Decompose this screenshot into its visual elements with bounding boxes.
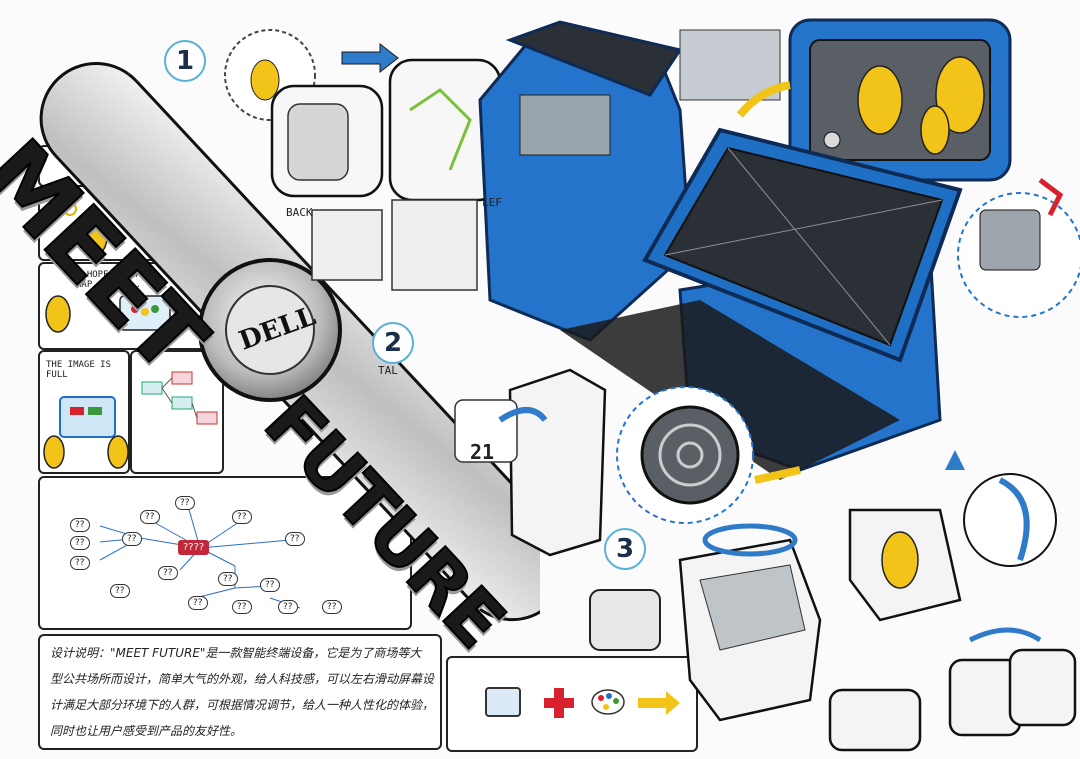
mindmap-node: ?? (278, 600, 298, 614)
step-number-3: 3 (604, 528, 646, 570)
mindmap-node: ?? (260, 578, 280, 592)
description-line-2: 型公共场所而设计，简单大气的外观，给人科技感，可以左右滑动屏幕设 (50, 672, 435, 686)
lightbulb-figure-icon (63, 202, 108, 256)
mindmap-node: ?? (175, 496, 195, 510)
description-line-4: 同时也让用户感受到产品的友好性。 (50, 724, 243, 738)
storyboard-frame2-text: THE IMAGE IS FULL (46, 360, 112, 380)
storyboard-full-screen-icon (43, 396, 129, 469)
icon-strip (485, 687, 680, 718)
mindmap-node: ?? (322, 600, 342, 614)
mindmap-node: ?? (140, 510, 160, 524)
description-line-3: 计满足大部分环境下的人群，可根据情况调节，给人一种人性化的体验， (50, 698, 435, 712)
sketch-label-left: LEF (482, 196, 502, 209)
description-line-1: 设计说明："MEET FUTURE"是一款智能终端设备，它是为了商场等大 (50, 646, 422, 660)
mindmap-node: ?? (158, 566, 178, 580)
mindmap-node: ?? (188, 596, 208, 610)
mindmap-node: ?? (122, 532, 142, 546)
step-number-1: 1 (164, 40, 206, 82)
icon-strip-panel (446, 656, 698, 752)
flowchart-icon (141, 371, 218, 425)
mindmap-node: ?? (110, 584, 130, 598)
design-description-panel: 设计说明："MEET FUTURE"是一款智能终端设备，它是为了商场等大 型公共… (38, 634, 442, 750)
mindmap-center-node: ???? (178, 540, 210, 555)
mindmap-node: ?? (70, 556, 90, 570)
arrow-right-icon (638, 691, 680, 715)
storyboard-panel-5 (130, 350, 224, 474)
palette-icon (591, 689, 625, 715)
sketch-label-back: BACK (286, 206, 313, 219)
mindmap-panel: ???? ?? ?? ?? ?? ?? ?? ?? ?? ?? ?? ?? ??… (38, 476, 412, 630)
mindmap-node: ?? (70, 518, 90, 532)
medical-cross-icon (544, 688, 574, 718)
step-number-2: 2 (372, 322, 414, 364)
screen-icon (485, 687, 521, 717)
mindmap-node: ?? (232, 600, 252, 614)
mindmap-node: ?? (232, 510, 252, 524)
mindmap-node: ?? (285, 532, 305, 546)
meet-future-banner (39, 62, 540, 622)
mindmap-node: ?? (70, 536, 90, 550)
sketch-label-tal: TAL (378, 364, 398, 377)
storyboard-map-screen-icon (45, 295, 171, 333)
sketch-label-counter: 21 (470, 440, 495, 464)
mindmap-node: ?? (218, 572, 238, 586)
storyboard-frame1-text: I HOPE IT HAVE MAP, FOOD... (76, 270, 152, 290)
storyboard-panel-4: THE IMAGE IS FULL (38, 350, 130, 474)
storyboard-panel-3: I HOPE IT HAVE MAP, FOOD... (38, 262, 212, 350)
